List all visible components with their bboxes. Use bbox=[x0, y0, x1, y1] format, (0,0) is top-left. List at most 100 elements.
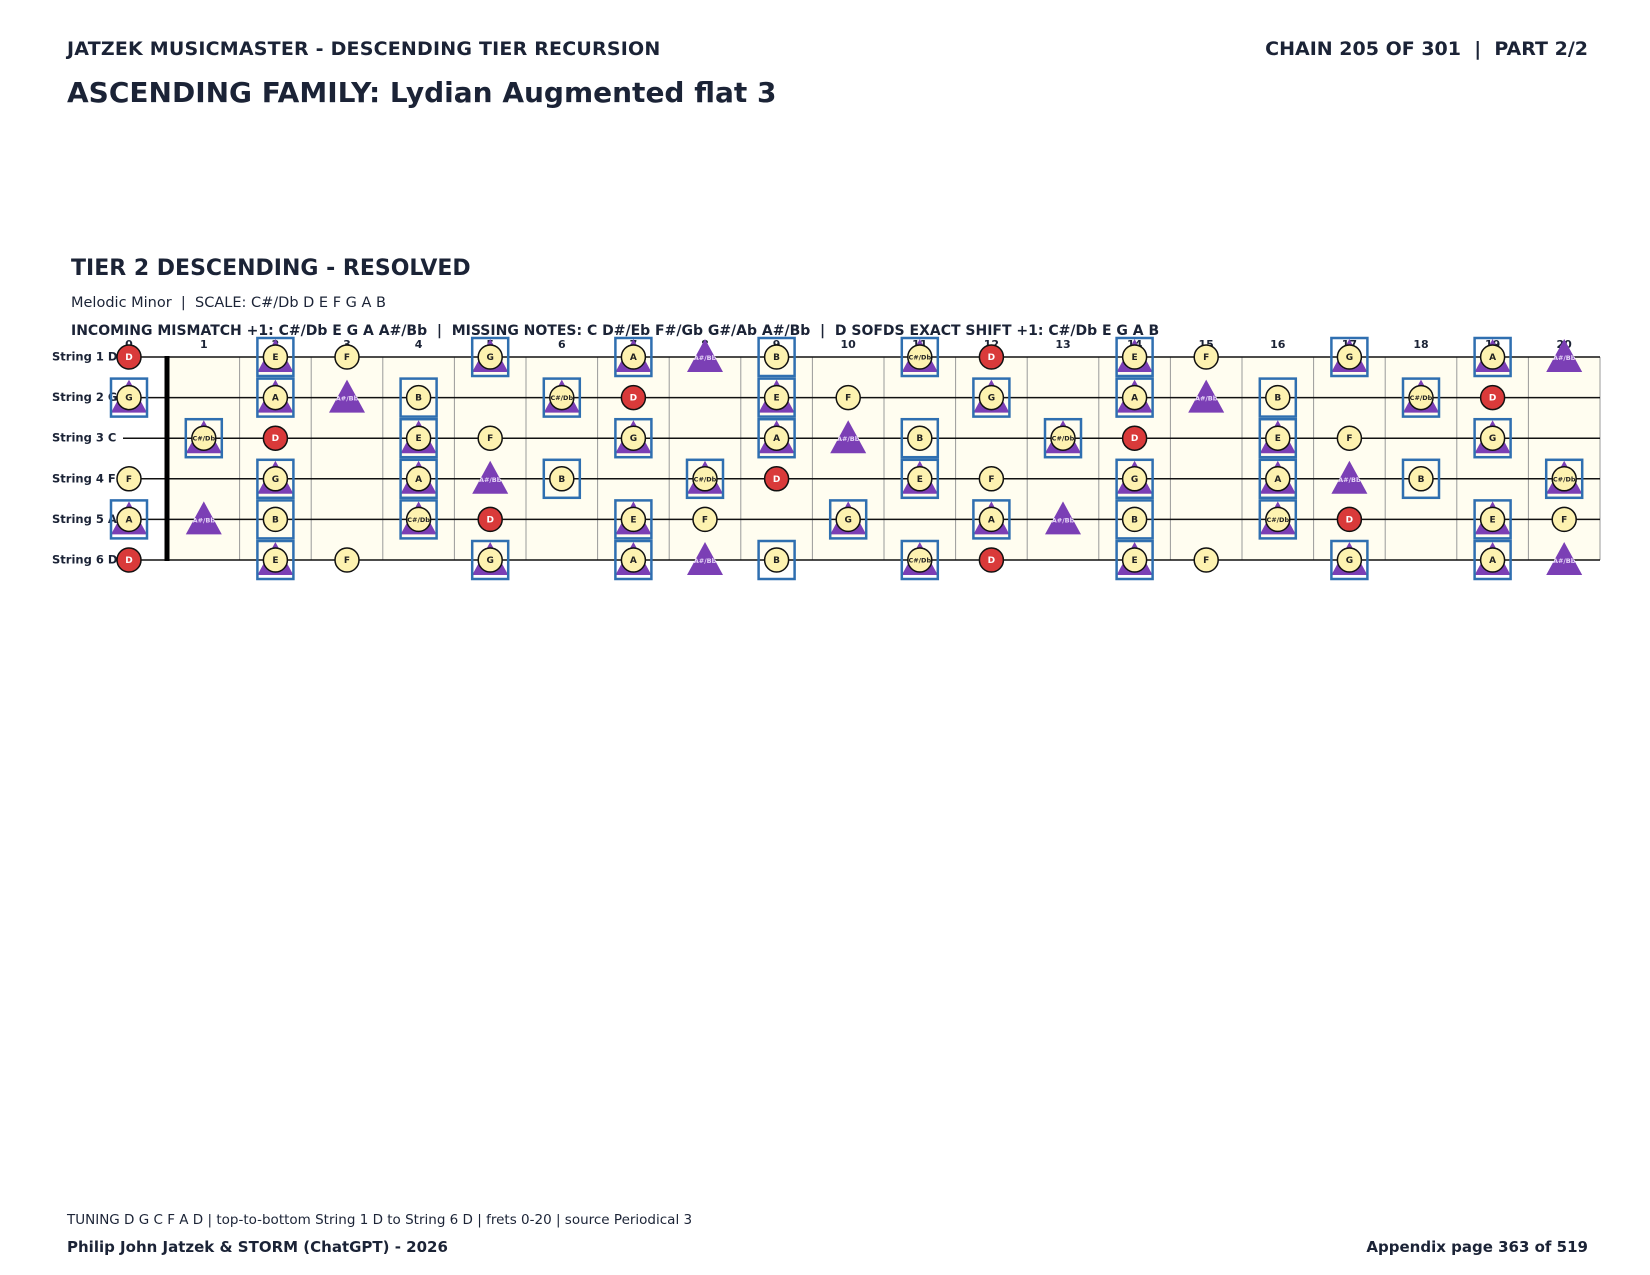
note-circle bbox=[1479, 547, 1506, 573]
note-circle bbox=[334, 344, 360, 370]
box-marker bbox=[470, 336, 510, 378]
note-label: A#/Bb bbox=[694, 557, 717, 565]
fretboard-diagram: 01234567891011121314151617181920String 1… bbox=[0, 330, 1650, 590]
note-label: E bbox=[630, 515, 636, 525]
note-label: E bbox=[272, 353, 278, 363]
note-label: E bbox=[774, 394, 780, 404]
note-label: B bbox=[272, 515, 279, 525]
nut bbox=[164, 356, 170, 561]
fretboard-svg: 01234567891011121314151617181920String 1… bbox=[52, 336, 1601, 581]
note-label: F bbox=[1203, 556, 1209, 566]
string-label: String 5 A bbox=[52, 512, 117, 526]
box-marker bbox=[1043, 417, 1083, 459]
box-marker bbox=[1115, 336, 1154, 378]
note-circle bbox=[1408, 384, 1434, 411]
note-circle bbox=[1121, 466, 1148, 492]
root-note-circle bbox=[763, 466, 790, 492]
note-label: D bbox=[1131, 434, 1138, 444]
note-label: A bbox=[988, 515, 995, 525]
note-label: B bbox=[1274, 394, 1281, 404]
note-circle bbox=[549, 466, 575, 492]
box-marker bbox=[972, 499, 1011, 540]
box-marker bbox=[1473, 539, 1512, 581]
note-label: A bbox=[1274, 475, 1281, 485]
note-label: F bbox=[487, 434, 493, 444]
box-marker bbox=[900, 458, 940, 500]
note-circle bbox=[620, 344, 647, 370]
box-marker bbox=[399, 417, 438, 459]
note-circle bbox=[477, 425, 503, 451]
note-circle bbox=[1336, 344, 1363, 370]
note-label: C#/Db bbox=[908, 557, 931, 565]
box-marker bbox=[614, 336, 653, 378]
fret-number-label: 6 bbox=[558, 338, 566, 351]
note-circle bbox=[1336, 425, 1363, 451]
string-label: String 4 F bbox=[52, 471, 116, 485]
note-label: G bbox=[1489, 434, 1496, 444]
box-marker bbox=[614, 499, 653, 540]
note-circle bbox=[835, 384, 861, 411]
note-label: F bbox=[702, 515, 708, 525]
note-label: C#/Db bbox=[908, 354, 931, 362]
box-marker bbox=[757, 539, 796, 581]
fret-number-label: 10 bbox=[841, 338, 857, 351]
root-note-circle bbox=[116, 547, 142, 573]
note-label: C#/Db bbox=[1052, 435, 1075, 443]
note-circle bbox=[620, 506, 647, 533]
note-circle bbox=[763, 344, 790, 370]
scale-line: Melodic Minor | SCALE: C#/Db D E F G A B bbox=[71, 295, 386, 311]
fret-number-label: 13 bbox=[1055, 338, 1070, 351]
box-marker bbox=[1258, 499, 1298, 540]
triangle-marker bbox=[1188, 379, 1225, 413]
box-marker bbox=[1544, 458, 1584, 500]
note-label: E bbox=[416, 434, 422, 444]
note-circle bbox=[1479, 344, 1506, 370]
root-note-circle bbox=[1479, 384, 1506, 411]
note-circle bbox=[907, 344, 933, 370]
box-marker bbox=[757, 417, 796, 459]
chain-indicator: CHAIN 205 OF 301 | PART 2/2 bbox=[1265, 38, 1588, 60]
note-label: A#/Bb bbox=[193, 516, 216, 524]
note-label: A bbox=[126, 515, 133, 525]
root-note-circle bbox=[477, 506, 503, 533]
box-marker bbox=[1115, 458, 1154, 500]
note-circle bbox=[1551, 466, 1577, 492]
note-circle bbox=[116, 506, 142, 533]
note-label: A bbox=[272, 394, 279, 404]
note-circle bbox=[1265, 506, 1291, 533]
box-marker bbox=[614, 539, 653, 581]
note-circle bbox=[692, 506, 718, 533]
note-circle bbox=[907, 425, 933, 451]
note-label: D bbox=[630, 394, 637, 404]
note-label: B bbox=[558, 475, 565, 485]
note-label: E bbox=[1132, 556, 1138, 566]
triangle-marker bbox=[329, 379, 365, 413]
note-circle bbox=[1121, 547, 1148, 573]
note-label: D bbox=[486, 515, 493, 525]
tier-title: TIER 2 DESCENDING - RESOLVED bbox=[71, 256, 471, 281]
note-label: D bbox=[1346, 515, 1353, 525]
box-marker bbox=[399, 458, 438, 500]
note-label: B bbox=[773, 556, 780, 566]
series-title: JATZEK MUSICMASTER - DESCENDING TIER REC… bbox=[67, 38, 661, 60]
root-note-circle bbox=[116, 344, 142, 370]
note-circle bbox=[116, 466, 142, 492]
note-label: A#/Bb bbox=[694, 354, 717, 362]
root-note-circle bbox=[1121, 425, 1148, 451]
note-circle bbox=[1336, 547, 1363, 573]
note-circle bbox=[835, 506, 861, 533]
box-marker bbox=[256, 539, 295, 581]
fret-number-label: 1 bbox=[200, 338, 208, 351]
note-label: G bbox=[630, 434, 637, 444]
box-marker bbox=[900, 336, 940, 378]
note-label: F bbox=[1203, 353, 1209, 363]
note-label: F bbox=[344, 353, 350, 363]
family-title: ASCENDING FAMILY: Lydian Augmented flat … bbox=[67, 76, 777, 109]
box-marker bbox=[757, 336, 796, 378]
box-marker bbox=[256, 336, 295, 378]
box-marker bbox=[256, 499, 295, 540]
box-marker bbox=[1473, 336, 1512, 378]
note-circle bbox=[262, 547, 289, 573]
box-marker bbox=[1330, 336, 1369, 378]
note-label: A bbox=[415, 475, 422, 485]
